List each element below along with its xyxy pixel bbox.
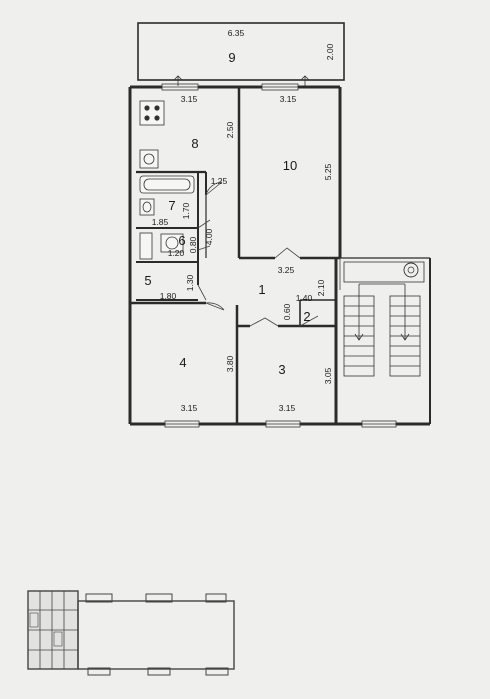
balcony-room-9: [137, 22, 345, 81]
balcony-outline: [137, 22, 345, 81]
room-number-1: 1: [258, 282, 265, 297]
stove-burner-icon: [144, 105, 150, 111]
stair-landing: [343, 261, 425, 283]
door-room3: [249, 317, 279, 327]
building-key-plan: [27, 590, 235, 676]
dim-room10-width: 3.15: [280, 94, 297, 104]
wc-cabinet-icon: [139, 232, 153, 260]
dimension-labels: 6.35 2.00 3.15 2.50 3.15 5.25 1.25 1.70 …: [152, 28, 335, 413]
bath-sink-icon: [139, 198, 155, 216]
stove-burner-icon: [154, 105, 160, 111]
stove-burner-icon: [154, 115, 160, 121]
doors: [197, 181, 341, 327]
interior-walls: [130, 87, 340, 424]
door-bath: [197, 219, 211, 229]
kitchen-sink-icon: [139, 149, 159, 169]
door-room5: [197, 284, 207, 301]
bottom-windows: [164, 420, 397, 428]
dim-room5-depth: 1.30: [185, 274, 195, 291]
door-room10: [274, 247, 301, 259]
dim-wc-depth: 0.80: [188, 236, 198, 253]
dim-bath-depth: 1.70: [181, 202, 191, 219]
dim-bath-width: 1.25: [211, 176, 228, 186]
dim-room7-width: 1.85: [152, 217, 169, 227]
toilet-icon: [160, 233, 184, 253]
dim-room2-small: 0.60: [282, 303, 292, 320]
dim-kitchen-width: 3.15: [181, 94, 198, 104]
dim-room10-depth: 5.25: [323, 163, 333, 180]
door-kitchen: [205, 181, 223, 196]
room-number-10: 10: [283, 158, 297, 173]
dim-room4-depth: 3.80: [225, 355, 235, 372]
key-plan-building-outline: [77, 600, 235, 670]
balcony-door-arrow-left: [173, 75, 183, 86]
room-number-3: 3: [278, 362, 285, 377]
room-number-2: 2: [303, 309, 310, 324]
elevator-pipe-icon: [403, 262, 419, 278]
room-number-5: 5: [144, 273, 151, 288]
door-wc: [197, 245, 211, 251]
dim-room5-width: 1.80: [160, 291, 177, 301]
dim-room3-depth: 3.05: [323, 367, 333, 384]
dim-balcony-depth: 2.00: [325, 43, 335, 60]
staircase: [343, 261, 425, 377]
dim-room4-width: 3.15: [181, 403, 198, 413]
room-number-9: 9: [228, 50, 235, 65]
balcony-door-arrow-right: [300, 75, 310, 86]
fixtures: [139, 100, 195, 260]
room-numbers: 9 8 10 7 6 5 1 2 4 3: [144, 50, 310, 377]
bathtub-icon: [139, 175, 195, 194]
dim-kitchen-depth: 2.50: [225, 121, 235, 138]
room-number-7: 7: [168, 198, 175, 213]
dim-wc-width: 1.20: [168, 248, 185, 258]
door-room4: [205, 302, 225, 311]
dim-balcony-length: 6.35: [228, 28, 245, 38]
room-number-8: 8: [191, 136, 198, 151]
door-room2: [299, 315, 319, 327]
dim-hall-width: 3.25: [278, 265, 295, 275]
dim-room2-depth: 2.10: [316, 279, 326, 296]
room-number-6: 6: [178, 233, 185, 248]
dim-room2-width: 1.40: [296, 293, 313, 303]
stove-burner-icon: [144, 115, 150, 121]
dim-room3-width: 3.15: [279, 403, 296, 413]
stove-icon: [139, 100, 165, 126]
room-number-4: 4: [179, 355, 186, 370]
stair-arrow-down-icon: [400, 284, 410, 341]
stair-arrow-down-icon: [354, 284, 364, 341]
top-windows: [161, 75, 310, 91]
dim-corridor: 4.00: [204, 228, 214, 245]
